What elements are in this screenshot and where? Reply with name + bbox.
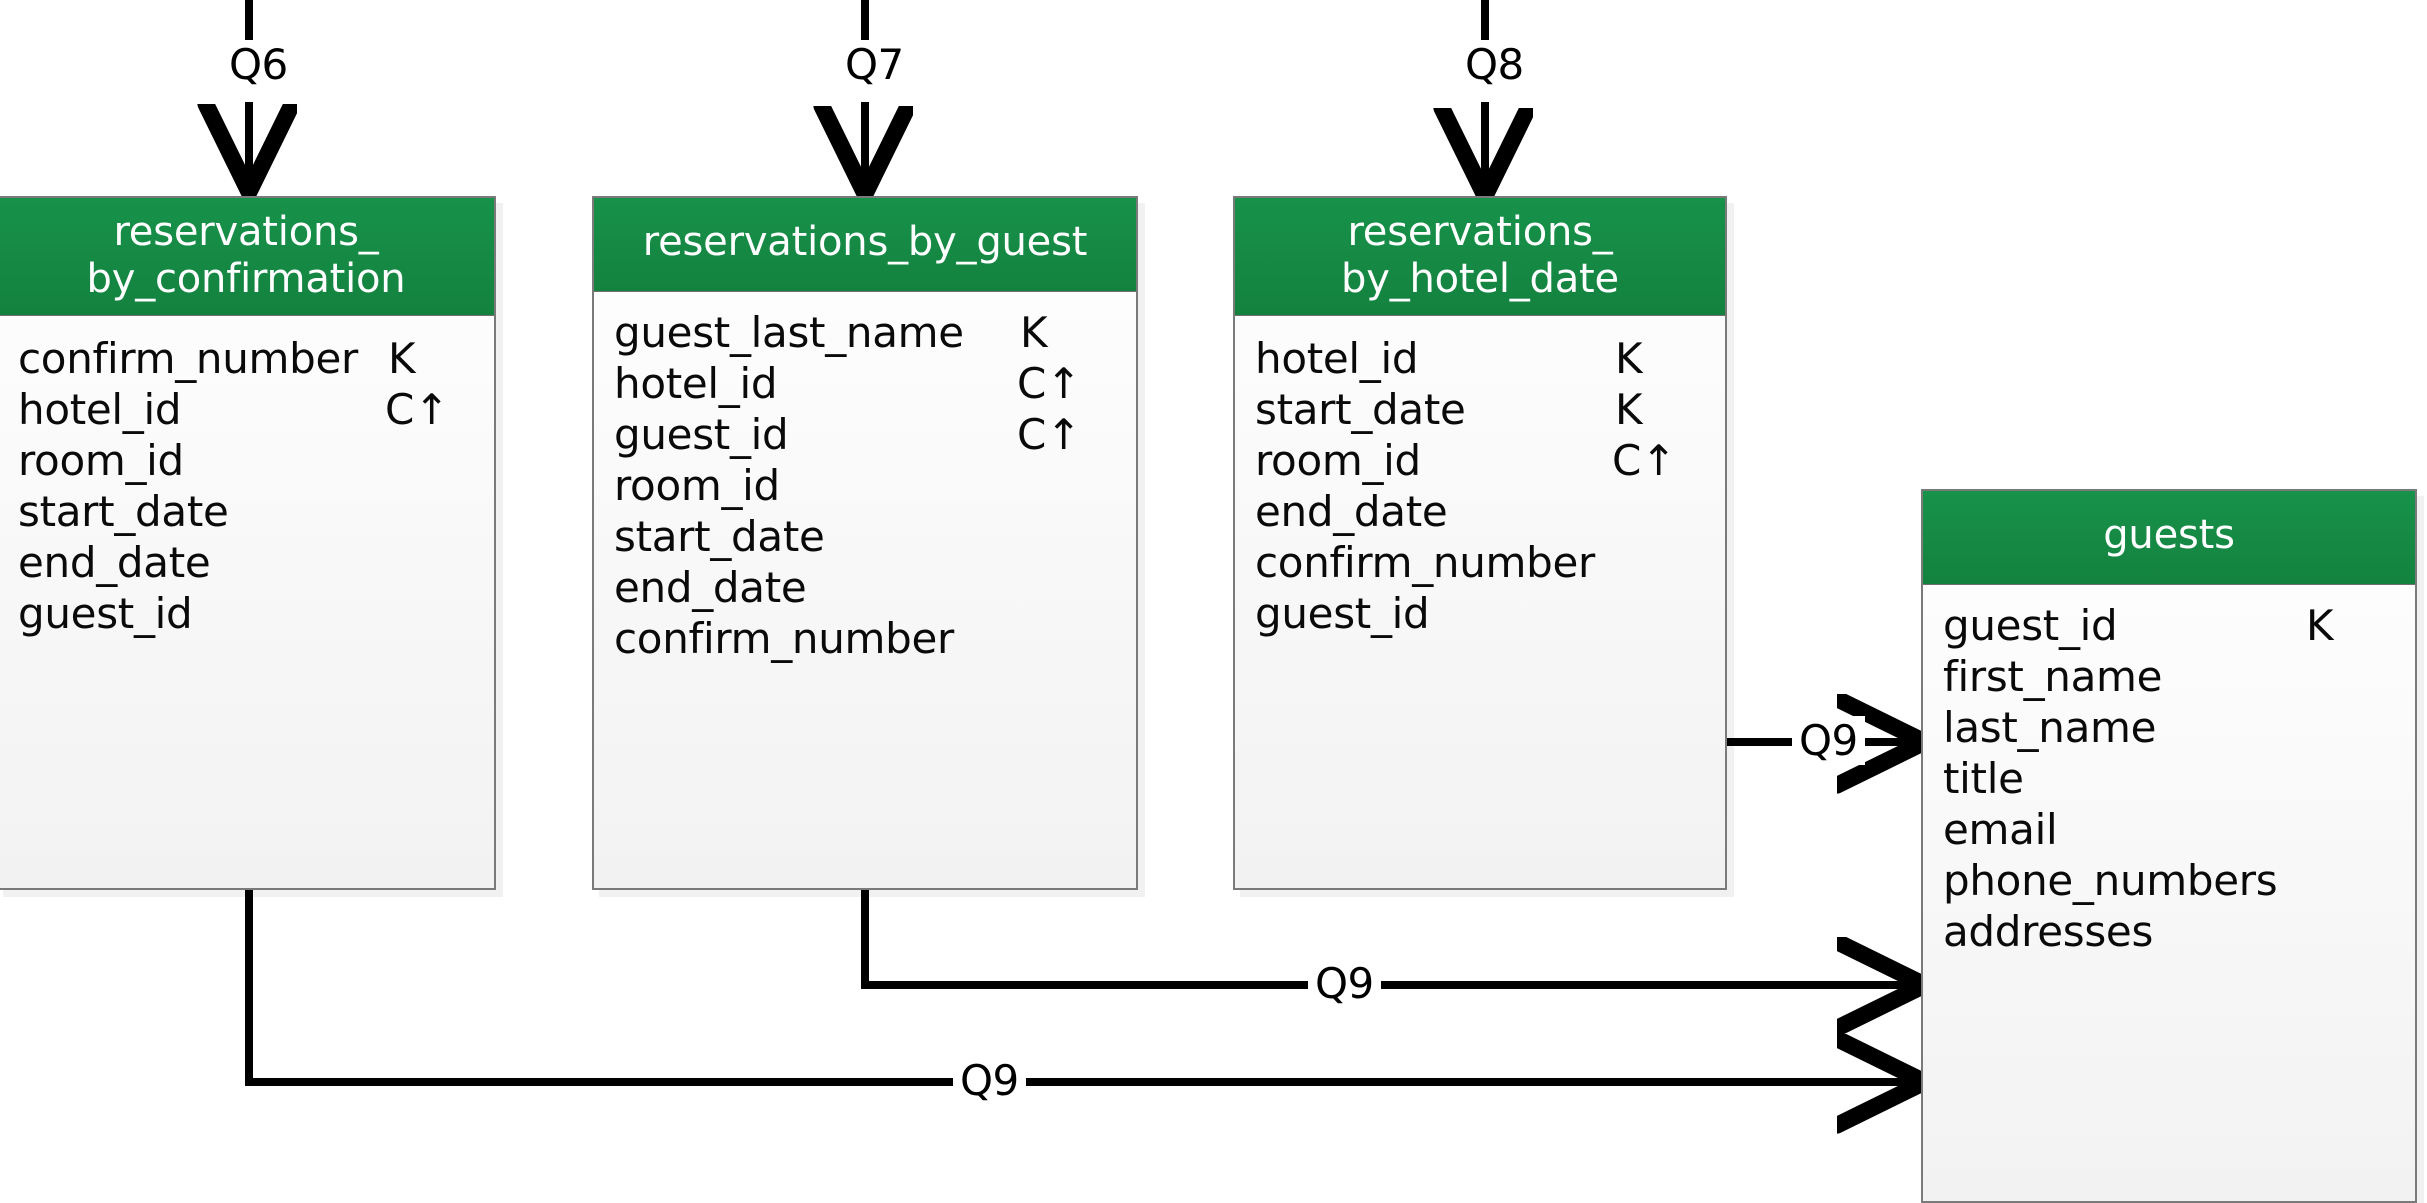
column-row[interactable]: hotel_id K <box>1235 334 1725 385</box>
column-row[interactable]: addresses <box>1923 907 2415 958</box>
column-name: hotel_id <box>18 385 182 434</box>
column-name: room_id <box>18 436 184 485</box>
column-list-reservations-by-confirmation: confirm_number K hotel_id C↑ room_id sta… <box>0 316 494 658</box>
column-name: confirm_number <box>1255 538 1596 587</box>
column-key-marker: C↑ <box>385 385 449 434</box>
column-row[interactable]: start_date <box>594 512 1136 563</box>
table-title-guests: guests <box>1923 491 2415 585</box>
column-row[interactable]: confirm_number <box>1235 538 1725 589</box>
column-key-marker: C↑ <box>1612 436 1676 485</box>
edge-label-q9-confirmation: Q9 <box>953 1056 1026 1105</box>
column-row[interactable]: room_id <box>594 461 1136 512</box>
column-name: hotel_id <box>614 359 778 408</box>
column-name: room_id <box>1255 436 1421 485</box>
table-title-reservations-by-hotel-date: reservations_ by_hotel_date <box>1235 198 1725 316</box>
column-name: guest_last_name <box>614 308 964 357</box>
edge-label-q9-guest: Q9 <box>1308 959 1381 1008</box>
column-row[interactable]: guest_id <box>0 589 494 640</box>
column-list-guests: guest_id K first_name last_name title em… <box>1923 585 2415 976</box>
column-row[interactable]: first_name <box>1923 652 2415 703</box>
table-reservations-by-confirmation[interactable]: reservations_ by_confirmation confirm_nu… <box>0 196 496 890</box>
column-name: guest_id <box>1943 601 2118 650</box>
column-name: start_date <box>614 512 825 561</box>
column-row[interactable]: end_date <box>594 563 1136 614</box>
column-row[interactable]: end_date <box>1235 487 1725 538</box>
column-name: guest_id <box>1255 589 1430 638</box>
column-name: room_id <box>614 461 780 510</box>
column-name: addresses <box>1943 907 2154 956</box>
column-list-reservations-by-hotel-date: hotel_id K start_date K room_id C↑ end_d… <box>1235 316 1725 658</box>
column-key-marker: K <box>2306 601 2334 650</box>
column-name: title <box>1943 754 2024 803</box>
column-name: confirm_number <box>614 614 955 663</box>
column-list-reservations-by-guest: guest_last_name K hotel_id C↑ guest_id C… <box>594 292 1136 683</box>
column-key-marker: K <box>1615 334 1643 383</box>
column-key-marker: K <box>1615 385 1643 434</box>
column-name: phone_numbers <box>1943 856 2278 905</box>
edge-q9-confirmation <box>245 890 1921 1082</box>
table-guests[interactable]: guests guest_id K first_name last_name t… <box>1921 489 2417 1203</box>
column-row[interactable]: start_date K <box>1235 385 1725 436</box>
column-row[interactable]: phone_numbers <box>1923 856 2415 907</box>
column-row[interactable]: start_date <box>0 487 494 538</box>
column-row[interactable]: guest_id <box>1235 589 1725 640</box>
column-row[interactable]: end_date <box>0 538 494 589</box>
column-row[interactable]: guest_last_name K <box>594 308 1136 359</box>
edge-q9-guest <box>861 890 1921 985</box>
column-row[interactable]: guest_id K <box>1923 601 2415 652</box>
column-name: end_date <box>614 563 807 612</box>
column-key-marker: K <box>1020 308 1048 357</box>
column-row[interactable]: hotel_id C↑ <box>594 359 1136 410</box>
column-row[interactable]: confirm_number <box>594 614 1136 665</box>
edge-label-q9-hotel-date: Q9 <box>1792 716 1865 765</box>
edge-label-q8: Q8 <box>1458 40 1531 89</box>
column-row[interactable]: hotel_id C↑ <box>0 385 494 436</box>
column-name: confirm_number <box>18 334 359 383</box>
column-name: last_name <box>1943 703 2157 752</box>
table-reservations-by-hotel-date[interactable]: reservations_ by_hotel_date hotel_id K s… <box>1233 196 1727 890</box>
column-key-marker: C↑ <box>1017 359 1081 408</box>
column-name: guest_id <box>18 589 193 638</box>
table-reservations-by-guest[interactable]: reservations_by_guest guest_last_name K … <box>592 196 1138 890</box>
column-row[interactable]: title <box>1923 754 2415 805</box>
column-row[interactable]: last_name <box>1923 703 2415 754</box>
column-key-marker: C↑ <box>1017 410 1081 459</box>
column-key-marker: K <box>388 334 416 383</box>
column-name: guest_id <box>614 410 789 459</box>
column-row[interactable]: email <box>1923 805 2415 856</box>
column-name: start_date <box>1255 385 1466 434</box>
table-title-reservations-by-confirmation: reservations_ by_confirmation <box>0 198 494 316</box>
column-row[interactable]: confirm_number K <box>0 334 494 385</box>
column-name: start_date <box>18 487 229 536</box>
column-name: email <box>1943 805 2058 854</box>
column-name: first_name <box>1943 652 2163 701</box>
column-name: end_date <box>1255 487 1448 536</box>
table-title-reservations-by-guest: reservations_by_guest <box>594 198 1136 292</box>
column-name: end_date <box>18 538 211 587</box>
column-name: hotel_id <box>1255 334 1419 383</box>
edge-label-q7: Q7 <box>838 40 911 89</box>
column-row[interactable]: guest_id C↑ <box>594 410 1136 461</box>
edge-label-q6: Q6 <box>222 40 295 89</box>
column-row[interactable]: room_id C↑ <box>1235 436 1725 487</box>
column-row[interactable]: room_id <box>0 436 494 487</box>
